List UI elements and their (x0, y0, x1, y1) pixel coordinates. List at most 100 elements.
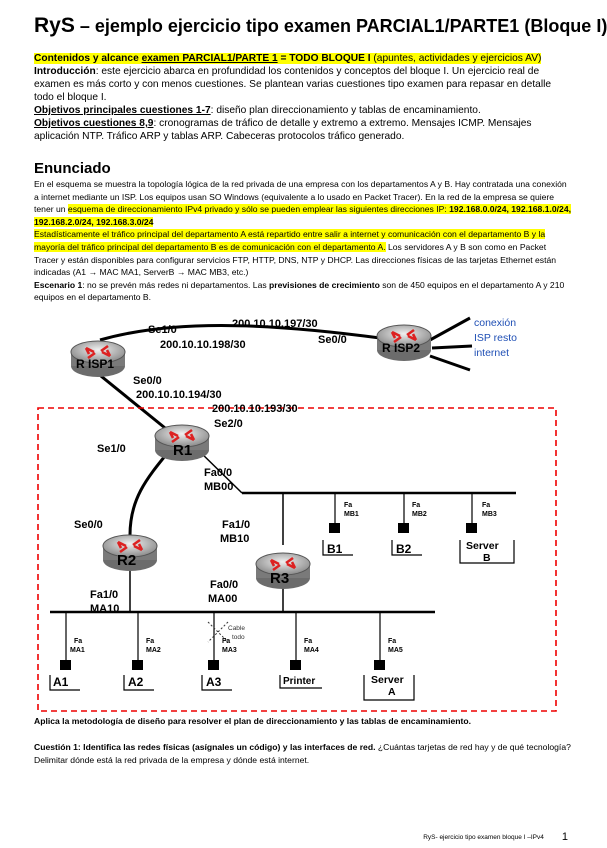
isp2-external-links (429, 316, 473, 372)
svg-text:MA10: MA10 (90, 603, 119, 615)
intro-block: Contenidos y alcance examen PARCIAL1/PAR… (34, 52, 571, 143)
section-heading: Enunciado (34, 160, 111, 177)
svg-text:Fa: Fa (222, 638, 230, 645)
svg-text:Fa: Fa (388, 638, 396, 645)
svg-text:Fa: Fa (146, 638, 154, 645)
question-1: Cuestión 1: Identifica las redes físicas… (34, 742, 571, 765)
statement-block: En el esquema se muestra la topología ló… (34, 178, 571, 304)
svg-text:B: B (483, 552, 491, 564)
svg-text:Fa: Fa (304, 638, 312, 645)
svg-text:B2: B2 (396, 542, 412, 556)
svg-text:MB00: MB00 (204, 481, 233, 493)
cable-cut-icon: Cable todo (207, 621, 245, 643)
svg-text:Printer: Printer (283, 676, 315, 687)
objectives-1: Objetivos principales cuestiones 1-7: di… (34, 105, 481, 116)
router-r1-icon[interactable]: R1 (153, 423, 211, 463)
svg-text:Fa0/0: Fa0/0 (204, 467, 232, 479)
nic-icon (466, 523, 477, 533)
statement-paragraph-1: En el esquema se muestra la topología ló… (34, 179, 571, 227)
router-r3-icon[interactable]: R3 (254, 551, 312, 591)
svg-text:Fa: Fa (412, 502, 420, 509)
svg-text:200.10.10.197/30: 200.10.10.197/30 (232, 318, 318, 330)
svg-text:A3: A3 (206, 675, 222, 689)
svg-text:MA1: MA1 (70, 647, 85, 654)
svg-text:MB1: MB1 (344, 511, 359, 518)
host-a1[interactable]: Fa MA1 A1 (49, 638, 85, 691)
footer-text: RyS- ejercicio tipo examen bloque I –IPv… (423, 833, 544, 841)
host-server-b[interactable]: Fa MB3 Server B (459, 502, 515, 564)
svg-text:Fa: Fa (482, 502, 490, 509)
router-isp2-icon[interactable]: R ISP2 (375, 323, 433, 363)
svg-text:Server: Server (466, 540, 499, 552)
svg-text:MB3: MB3 (482, 511, 497, 518)
page-footer: RyS- ejercicio tipo examen bloque I –IPv… (423, 831, 568, 843)
intro-paragraph: Introducción: este ejercicio abarca en p… (34, 66, 552, 103)
svg-text:todo: todo (232, 634, 245, 641)
page-number: 1 (561, 831, 568, 843)
host-printer[interactable]: Fa MA4 Printer (279, 638, 322, 689)
host-b1[interactable]: Fa MB1 B1 (322, 502, 359, 556)
svg-text:Fa: Fa (74, 638, 82, 645)
isp1-isp2-link (99, 324, 381, 342)
svg-text:Se0/0: Se0/0 (74, 519, 103, 531)
statement-paragraph-3: Escenario 1: no se prevén más redes ni d… (34, 279, 565, 303)
svg-text:MA00: MA00 (208, 593, 237, 605)
svg-text:Se0/0: Se0/0 (318, 334, 347, 346)
svg-text:R1: R1 (173, 442, 192, 459)
host-server-a[interactable]: Fa MA5 Server A (363, 638, 415, 701)
svg-text:Fa: Fa (344, 502, 352, 509)
internet-note: conexión ISP resto internet (474, 317, 517, 359)
svg-text:R2: R2 (117, 552, 136, 569)
contents-line: Contenidos y alcance examen PARCIAL1/PAR… (34, 53, 542, 64)
nic-icon (132, 660, 143, 670)
svg-text:MB2: MB2 (412, 511, 427, 518)
svg-text:Se0/0: Se0/0 (133, 375, 162, 387)
svg-text:MA5: MA5 (388, 647, 403, 654)
nic-icon (60, 660, 71, 670)
statement-paragraph-2: Estadísticamente el tráfico principal de… (34, 229, 557, 278)
page-title: RyS – ejemplo ejercicio tipo examen PARC… (34, 14, 607, 38)
nic-icon (329, 523, 340, 533)
svg-text:conexión: conexión (474, 317, 516, 329)
svg-text:Fa0/0: Fa0/0 (210, 579, 238, 591)
host-a2[interactable]: Fa MA2 A2 (123, 638, 161, 691)
router-r2-icon[interactable]: R2 (101, 533, 159, 573)
svg-text:200.10.10.193/30: 200.10.10.193/30 (212, 403, 298, 415)
svg-text:R ISP2: R ISP2 (382, 341, 420, 355)
svg-text:Se1/0: Se1/0 (148, 324, 177, 336)
nic-icon (374, 660, 385, 670)
svg-text:MA2: MA2 (146, 647, 161, 654)
svg-text:Se2/0: Se2/0 (214, 418, 243, 430)
r1-r2-link (128, 449, 172, 536)
svg-text:R ISP1: R ISP1 (76, 357, 114, 371)
svg-text:200.10.10.194/30: 200.10.10.194/30 (136, 389, 222, 401)
svg-text:MA4: MA4 (304, 647, 319, 654)
router-isp1-icon[interactable]: R ISP1 (69, 339, 127, 379)
nic-icon (290, 660, 301, 670)
host-a3[interactable]: Fa MA3 A3 (201, 638, 237, 691)
svg-text:R3: R3 (270, 570, 289, 587)
title-rest: – ejemplo ejercicio tipo examen PARCIAL1… (74, 16, 607, 36)
host-b2[interactable]: Fa MB2 B2 (391, 502, 427, 556)
svg-text:200.10.10.198/30: 200.10.10.198/30 (160, 339, 246, 351)
svg-text:A: A (388, 686, 396, 698)
nic-icon (398, 523, 409, 533)
private-network-boundary (37, 407, 557, 712)
title-prefix: RyS (34, 14, 75, 37)
nic-icon (208, 660, 219, 670)
objectives-2: Objetivos cuestiones 8,9: cronogramas de… (34, 118, 532, 142)
svg-text:Cable: Cable (228, 625, 245, 632)
svg-text:Server: Server (371, 674, 404, 686)
svg-text:Fa1/0: Fa1/0 (222, 519, 250, 531)
svg-text:MB10: MB10 (220, 533, 249, 545)
interface-labels: Se1/0 200.10.10.198/30 200.10.10.197/30 … (74, 318, 347, 615)
isp1-r1-link (95, 370, 171, 434)
svg-text:internet: internet (474, 347, 509, 359)
svg-text:A1: A1 (53, 675, 69, 689)
apply-instruction: Aplica la metodología de diseño para res… (34, 716, 471, 726)
svg-text:MA3: MA3 (222, 647, 237, 654)
svg-text:ISP resto: ISP resto (474, 332, 517, 344)
svg-text:A2: A2 (128, 675, 144, 689)
